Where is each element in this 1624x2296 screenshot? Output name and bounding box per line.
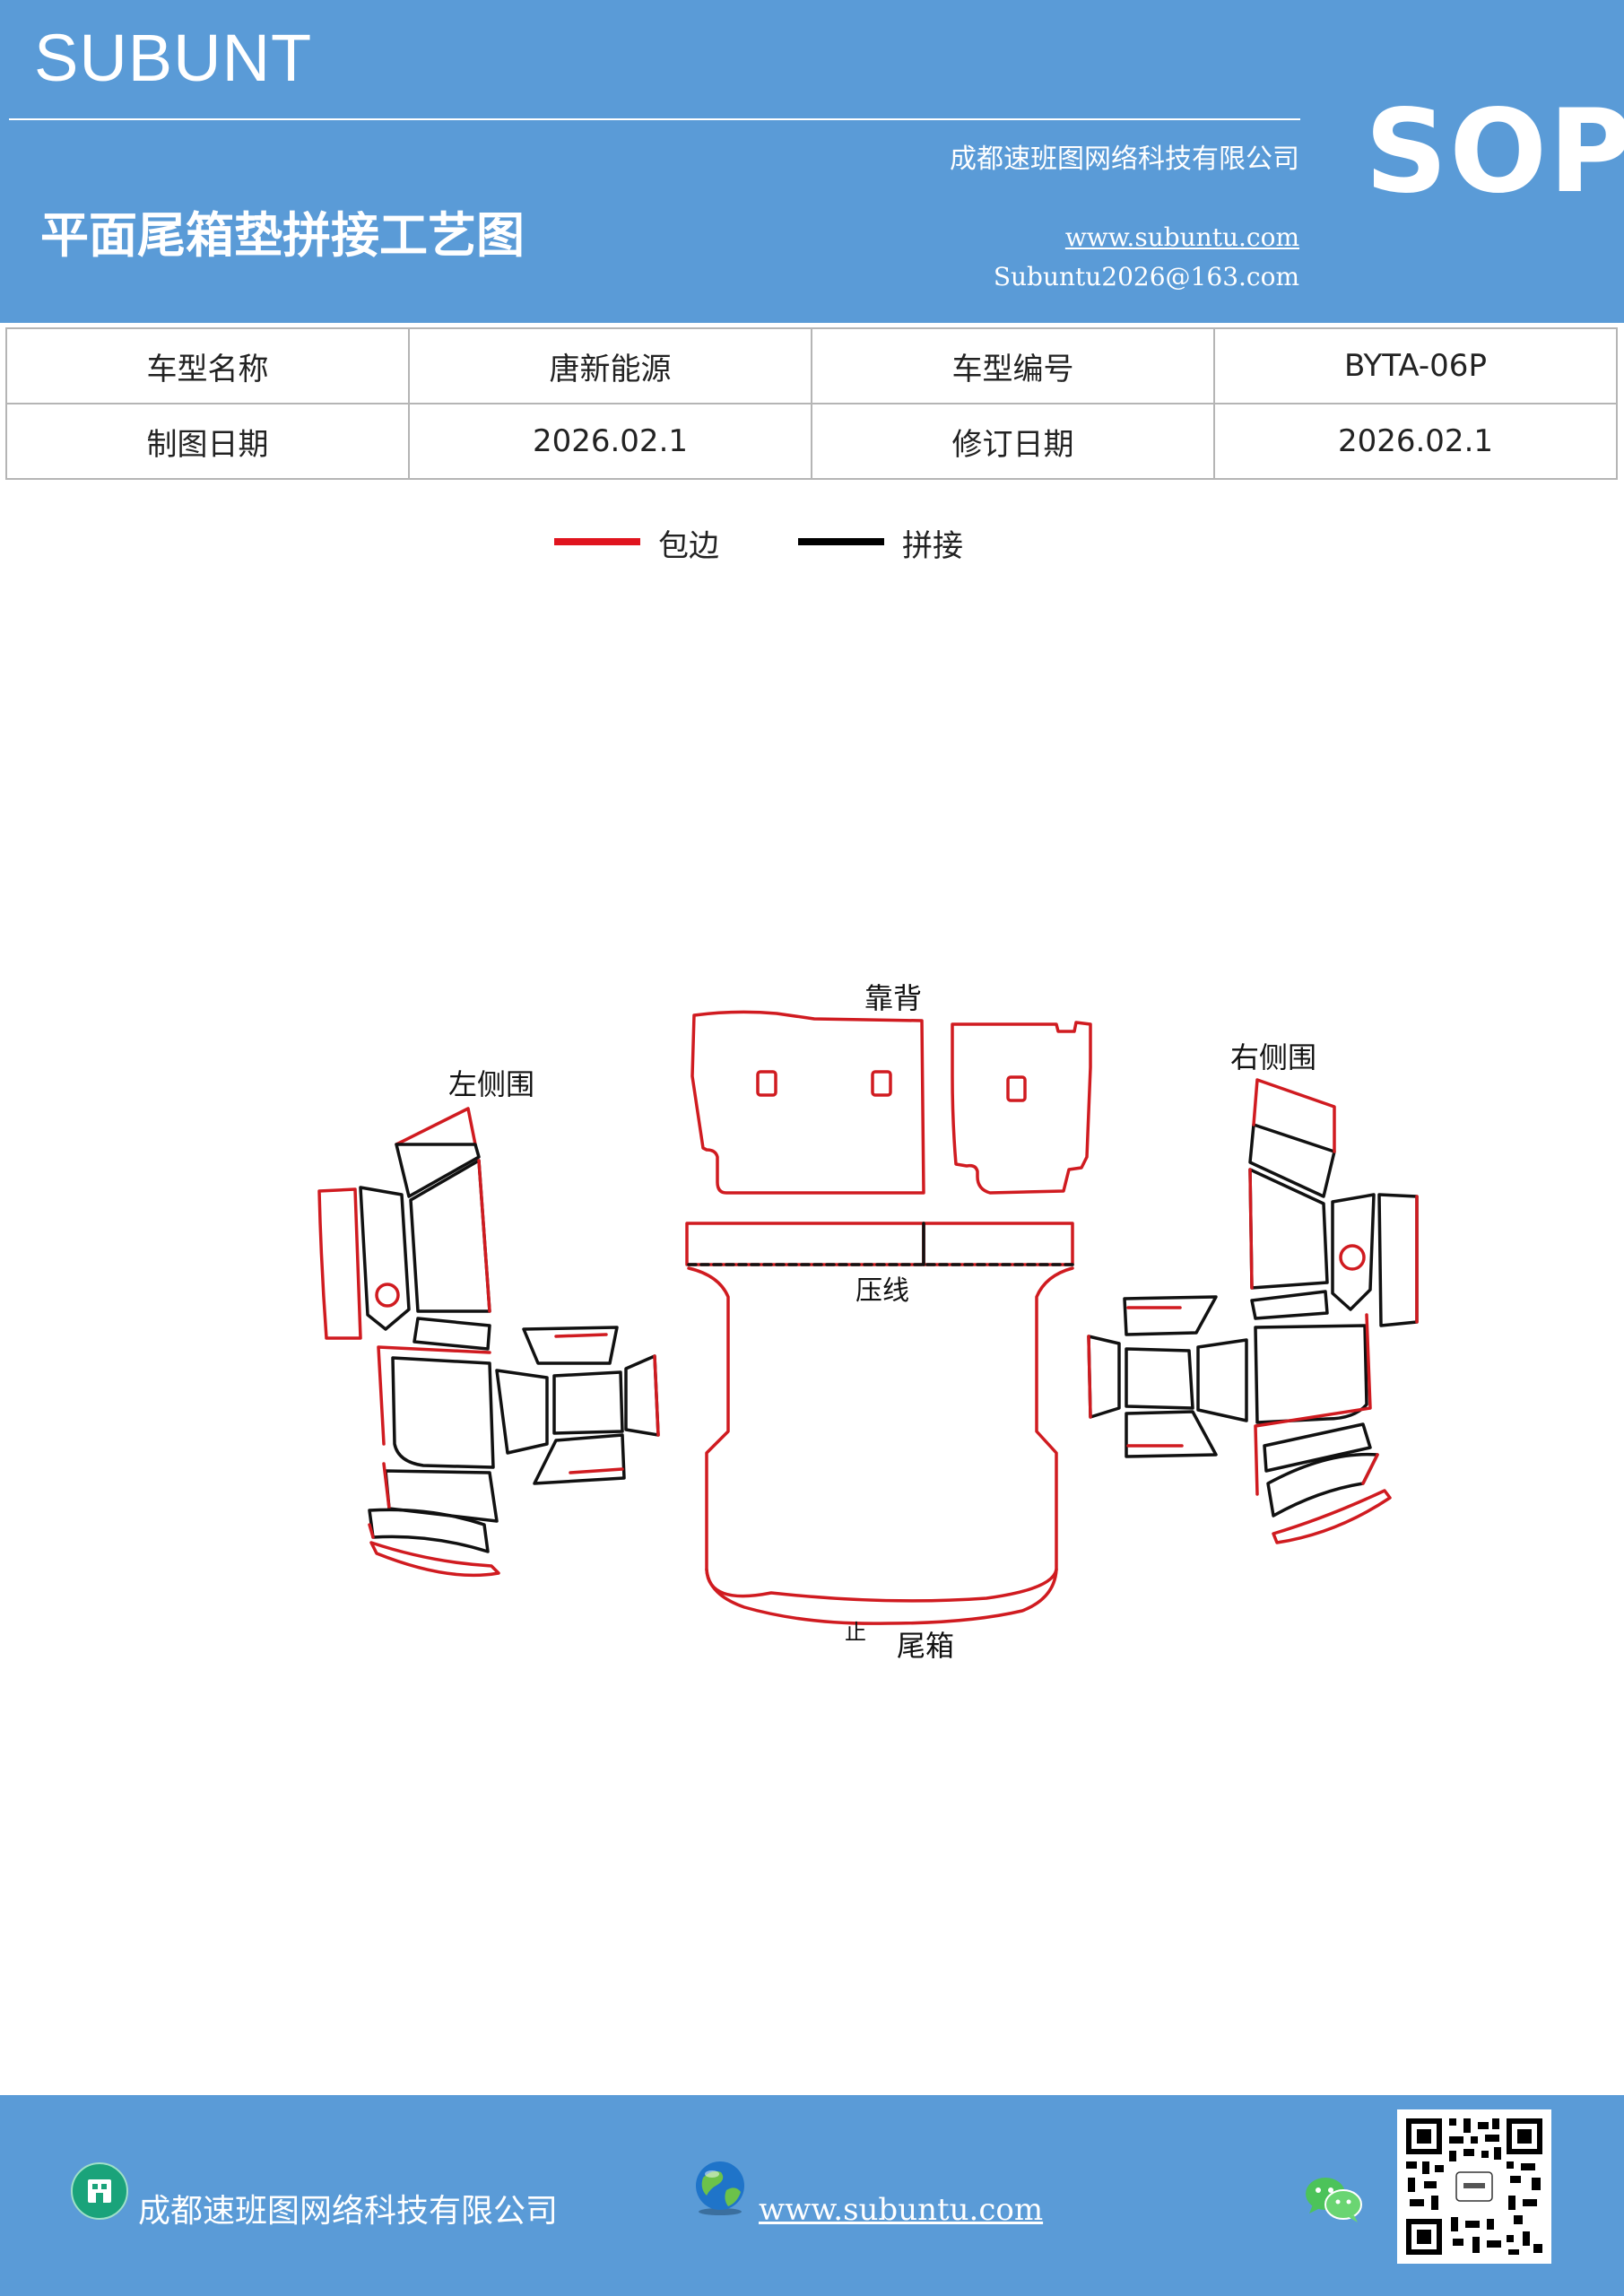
left-tall-main <box>409 1159 491 1313</box>
table-row: 制图日期 2026.02.1 修订日期 2026.02.1 <box>5 403 1618 480</box>
right-mid-piece <box>1254 1324 1368 1424</box>
left-cluster-top <box>522 1326 619 1365</box>
left-small-bar <box>413 1317 491 1351</box>
wechat-icon <box>1306 2178 1362 2222</box>
left-tall-main-edge <box>477 1159 491 1313</box>
globe-icon <box>696 2161 744 2215</box>
model-name-label: 车型名称 <box>5 327 410 404</box>
header-banner: SUBUNT 成都速班图网络科技有限公司 平面尾箱垫拼接工艺图 www.subu… <box>0 0 1624 323</box>
backrest-left-slot-2 <box>871 1070 892 1097</box>
right-curve-strip-1-edge <box>1361 1453 1379 1485</box>
right-side-label: 右侧围 <box>1230 1040 1317 1074</box>
right-cluster-right <box>1196 1338 1248 1422</box>
right-tall-outer <box>1377 1193 1419 1327</box>
table-row: 车型名称 唐新能源 车型编号 BYTA-06P <box>5 327 1618 404</box>
left-curve-strip-1-edge <box>368 1523 375 1539</box>
left-curve-strip-2 <box>369 1541 500 1578</box>
legend-seam-label: 拼接 <box>902 528 963 564</box>
left-cluster-right <box>624 1354 660 1437</box>
model-code-label: 车型编号 <box>811 327 1215 404</box>
footer-banner: 成都速班图网络科技有限公司 www.subuntu.com <box>0 2095 1624 2296</box>
left-cluster-left <box>495 1369 549 1455</box>
email-address: Subuntu2026@163.com <box>993 262 1299 291</box>
right-curve-strip-2 <box>1272 1489 1392 1544</box>
left-curve-strip-1 <box>368 1508 490 1553</box>
backrest-right-panel-outline <box>951 1021 1092 1195</box>
trunk-floor-bottom <box>705 1568 1058 1625</box>
right-top-edge <box>1252 1078 1336 1153</box>
trunk-floor-outline <box>687 1266 1074 1603</box>
right-tall-inner <box>1331 1193 1376 1311</box>
company-name: 成都速班图网络科技有限公司 <box>950 144 1299 175</box>
left-mid-piece-edge <box>377 1345 491 1446</box>
draw-date-value: 2026.02.1 <box>408 403 812 480</box>
left-cluster-right-edge <box>653 1354 660 1437</box>
footer-company-name: 成都速班图网络科技有限公司 <box>138 2193 559 2230</box>
right-cluster-left-edge <box>1087 1335 1092 1419</box>
left-round-hole <box>375 1283 400 1308</box>
trunk-label: 尾箱 <box>897 1629 955 1663</box>
backrest-left-slot-1 <box>756 1070 777 1097</box>
stop-label: 止 <box>845 1620 866 1645</box>
footer-website-link[interactable]: www.subuntu.com <box>759 2192 1044 2228</box>
legend-seam-swatch <box>798 538 884 545</box>
right-mid-piece-edge <box>1254 1313 1372 1496</box>
legend-edge-swatch <box>554 538 640 545</box>
press-line-label: 压线 <box>855 1275 909 1307</box>
model-name-value: 唐新能源 <box>408 327 812 404</box>
legend-edge-label: 包边 <box>658 528 719 564</box>
document-title: 平面尾箱垫拼接工艺图 <box>40 206 525 264</box>
right-small-bar <box>1250 1290 1329 1320</box>
draw-date-label: 制图日期 <box>5 403 410 480</box>
left-top-piece <box>395 1143 481 1198</box>
left-lower-piece-edge <box>382 1462 391 1510</box>
press-strip-left <box>685 1222 925 1266</box>
right-cluster-top <box>1123 1295 1218 1336</box>
right-tall-main-edge <box>1248 1168 1254 1290</box>
left-cluster-bottom <box>533 1433 626 1485</box>
building-icon <box>71 2162 128 2220</box>
sop-badge: SOP <box>1365 85 1624 219</box>
mat-pieces-svg <box>317 1010 1419 1625</box>
left-top-edge <box>395 1107 477 1146</box>
press-strip-right <box>922 1222 1074 1266</box>
left-mid-piece <box>391 1356 495 1469</box>
left-side-label: 左侧围 <box>448 1067 535 1101</box>
right-cluster-center <box>1125 1347 1194 1410</box>
revision-date-label: 修订日期 <box>811 403 1215 480</box>
revision-date-value: 2026.02.1 <box>1213 403 1618 480</box>
right-lower-piece <box>1263 1422 1372 1473</box>
right-cluster-bottom <box>1125 1410 1218 1458</box>
mat-layout-diagram: 靠背 左侧围 右侧围 压线 止 尾箱 <box>0 942 1624 1713</box>
right-top-piece <box>1248 1123 1336 1198</box>
left-tall-inner <box>359 1186 411 1331</box>
header-divider <box>9 118 1300 120</box>
left-cluster-top-edge <box>554 1333 608 1338</box>
website-link[interactable]: www.subuntu.com <box>1064 222 1299 252</box>
backrest-label: 靠背 <box>864 981 923 1015</box>
left-cluster-bottom-edge <box>569 1467 624 1474</box>
brand-logo-text: SUBUNT <box>34 21 313 95</box>
backrest-left-panel-outline <box>690 1010 925 1195</box>
left-cluster-center <box>552 1370 624 1435</box>
vehicle-info-table: 车型名称 唐新能源 车型编号 BYTA-06P 制图日期 2026.02.1 修… <box>5 327 1618 480</box>
right-curve-strip-1 <box>1266 1452 1379 1518</box>
right-tall-main <box>1248 1168 1329 1290</box>
backrest-right-slot <box>1006 1075 1027 1102</box>
right-round-hole <box>1339 1244 1366 1271</box>
left-tall-outer <box>317 1187 362 1340</box>
right-cluster-left <box>1087 1335 1121 1419</box>
qr-code[interactable] <box>1397 2109 1551 2264</box>
model-code-value: BYTA-06P <box>1213 327 1618 404</box>
